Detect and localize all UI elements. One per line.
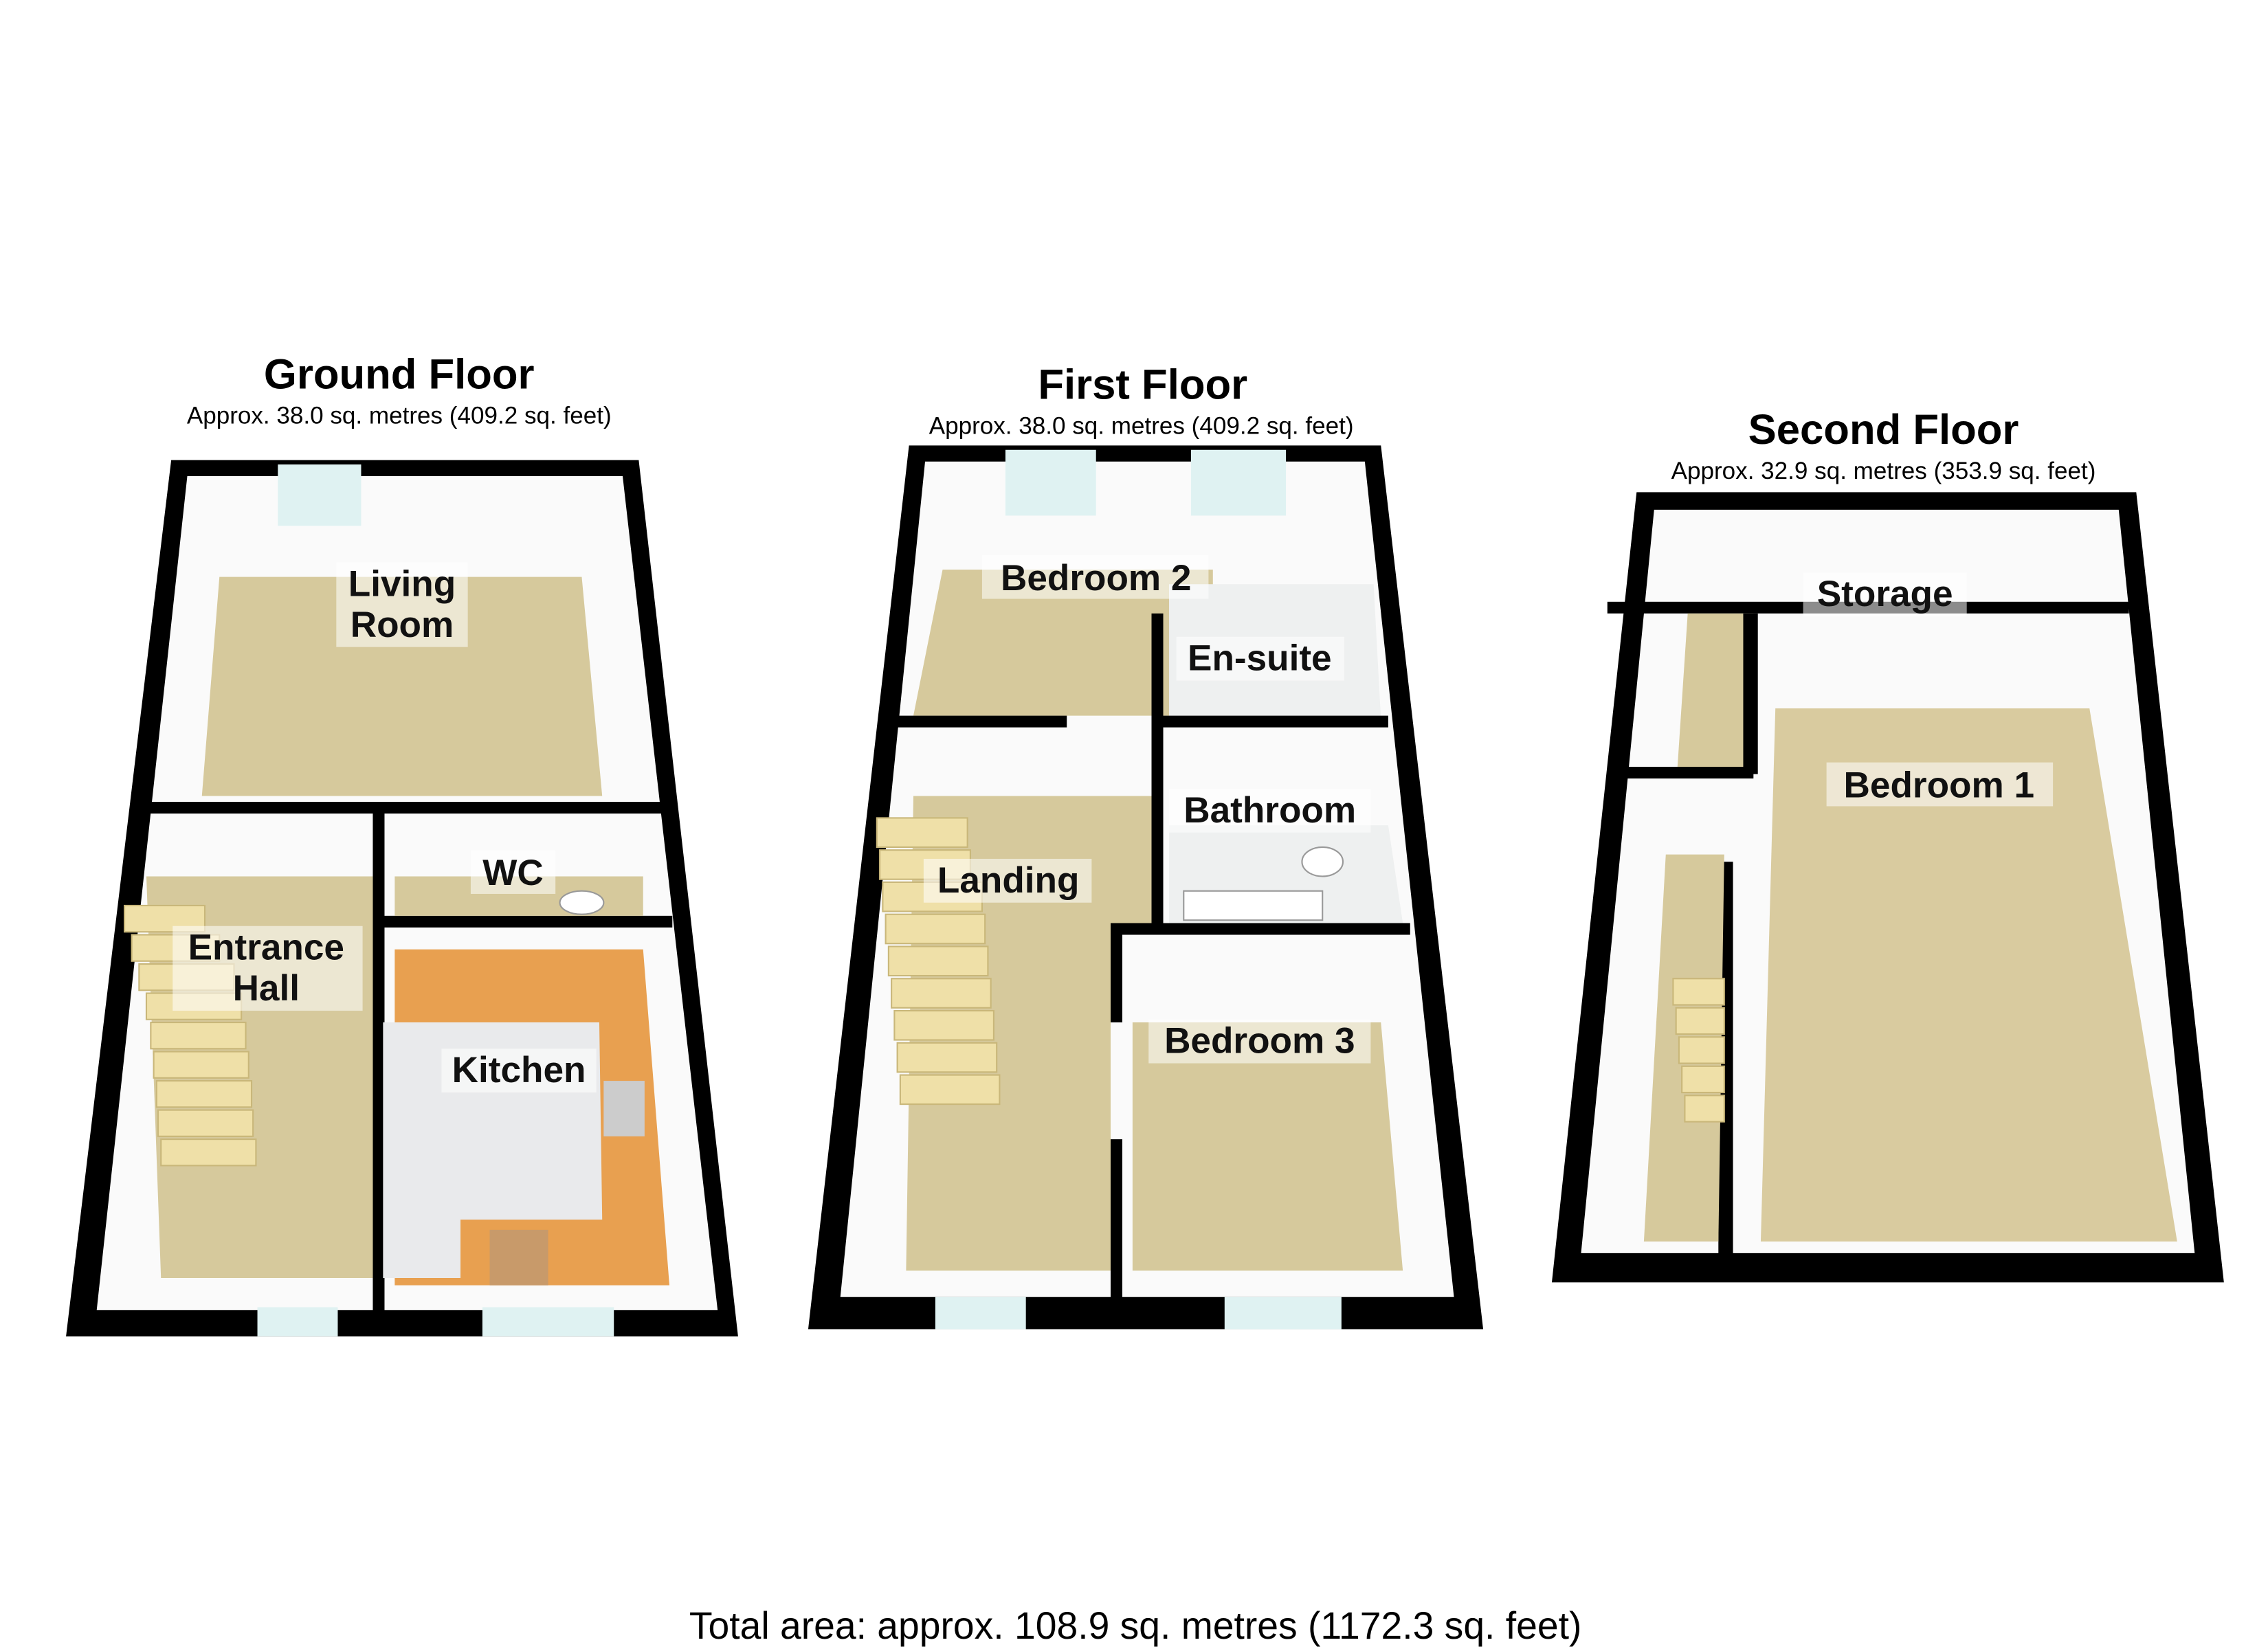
wall	[1110, 923, 1410, 935]
window	[1005, 449, 1096, 516]
wall	[146, 802, 665, 814]
hob-icon	[603, 1081, 645, 1136]
bedroom-2-floor	[913, 570, 1213, 716]
window	[1190, 449, 1287, 516]
second-floor: Second Floor Approx. 32.9 sq. metres (35…	[1551, 406, 2224, 1283]
toilet-icon	[1301, 846, 1344, 877]
window	[1224, 1297, 1342, 1330]
ground-floor-area: Approx. 38.0 sq. metres (409.2 sq. feet)	[187, 402, 612, 429]
room-label-bedroom-3: Bedroom 3	[1164, 1021, 1355, 1062]
living-room-floor	[201, 576, 603, 796]
room-label-entrance-hall: Entrance	[188, 928, 344, 968]
total-area: Total area: approx. 108.9 sq. metres (11…	[689, 1604, 1581, 1647]
room-label-living-room-line2: Room	[351, 605, 454, 645]
window	[482, 1307, 614, 1337]
room-label-living-room: Living	[348, 563, 456, 604]
first-floor-title: First Floor	[1038, 361, 1247, 408]
room-label-landing: Landing	[937, 860, 1080, 901]
wall	[1154, 715, 1388, 728]
wall	[373, 915, 673, 928]
second-floor-area: Approx. 32.9 sq. metres (353.9 sq. feet)	[1671, 458, 2096, 484]
sink-icon	[489, 1229, 548, 1286]
wall	[1607, 767, 1754, 779]
window	[935, 1297, 1026, 1330]
front-door[interactable]	[257, 1307, 338, 1337]
room-label-entrance-hall-line2: Hall	[233, 968, 300, 1009]
bedroom-1-floor	[1760, 708, 2177, 1242]
wall	[1110, 934, 1122, 1023]
wall	[373, 802, 385, 1321]
wall	[891, 715, 1067, 728]
ground-floor: Ground Floor Approx. 38.0 sq. metres (40…	[66, 350, 738, 1337]
room-label-en-suite: En-suite	[1188, 638, 1332, 679]
room-label-bedroom-2: Bedroom 2	[1001, 558, 1191, 598]
second-floor-title: Second Floor	[1748, 406, 2019, 453]
staircase	[1672, 978, 1725, 1123]
toilet-icon	[559, 890, 605, 915]
room-label-bedroom-1: Bedroom 1	[1844, 765, 2034, 806]
room-label-wc: WC	[482, 853, 544, 893]
storage-floor	[1677, 613, 1754, 767]
bedroom-3-floor	[1132, 1022, 1403, 1271]
ground-floor-title: Ground Floor	[264, 350, 535, 398]
bath-icon	[1183, 890, 1324, 921]
window	[278, 464, 362, 526]
room-label-storage: Storage	[1817, 574, 1953, 614]
wall	[1151, 613, 1164, 928]
wall	[1743, 613, 1758, 774]
room-label-bathroom: Bathroom	[1183, 790, 1356, 831]
room-label-kitchen: Kitchen	[452, 1050, 586, 1090]
first-floor: First Floor Approx. 38.0 sq. metres (409…	[808, 361, 1484, 1330]
first-floor-area: Approx. 38.0 sq. metres (409.2 sq. feet)	[929, 412, 1354, 439]
wall	[1110, 1139, 1122, 1300]
